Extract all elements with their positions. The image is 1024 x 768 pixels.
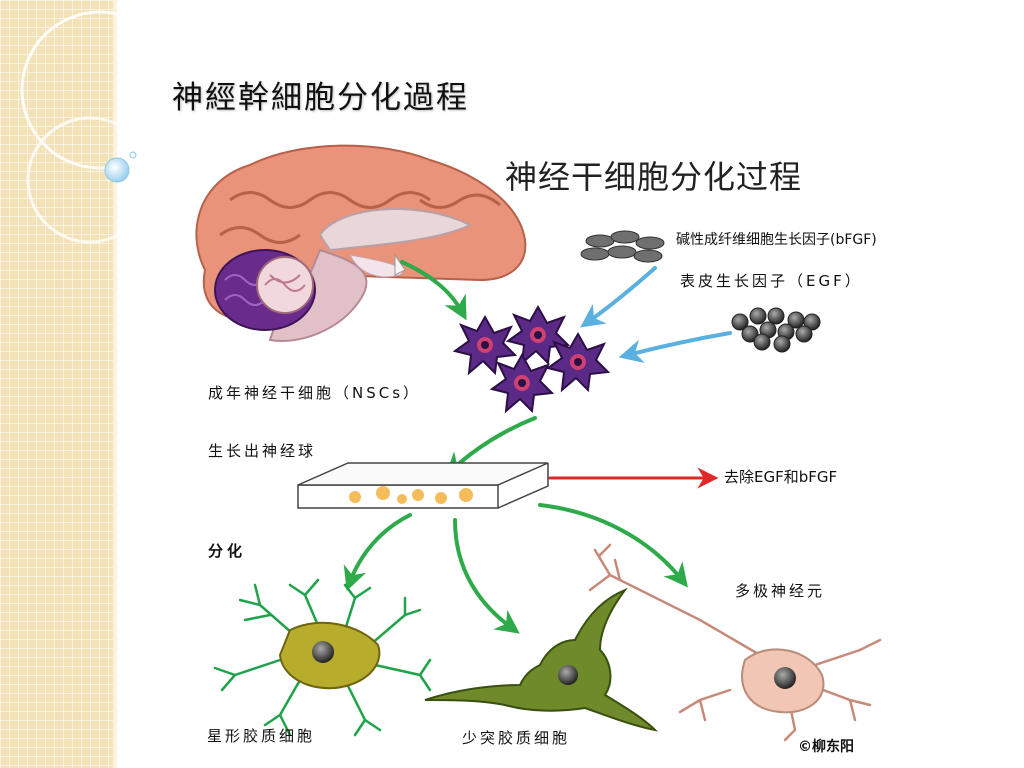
egf-particles <box>731 307 821 353</box>
slide-title: 神經幹細胞分化過程 <box>172 80 469 116</box>
neurosphere-label: 生长出神经球 <box>208 442 317 460</box>
remove-growth-factors-label: 去除EGF和bFGF <box>724 468 838 486</box>
astrocyte-label: 星形胶质细胞 <box>207 727 316 745</box>
differentiation-label: 分化 <box>208 542 247 560</box>
nscs-label: 成年神经干细胞（NSCs） <box>208 384 422 402</box>
sidebar-edge <box>113 0 117 768</box>
diagram-title: 神经干细胞分化过程 <box>505 158 803 196</box>
copyright-label: ©柳东阳 <box>798 739 854 755</box>
multipolar-neuron-cell <box>588 543 882 742</box>
neural-stem-cells <box>452 304 611 414</box>
astrocyte-cell <box>213 578 432 737</box>
egf-label: 表皮生长因子（EGF） <box>680 272 863 290</box>
neurosphere-culture-box <box>297 462 549 509</box>
oligodendrocyte-label: 少突胶质细胞 <box>462 729 571 747</box>
bfgf-particles <box>580 230 665 263</box>
bfgf-label: 碱性成纤维细胞生长因子(bFGF) <box>676 232 877 248</box>
sidebar-arcs <box>20 10 180 244</box>
brain-illustration <box>195 144 527 342</box>
multipolar-neuron-label: 多极神经元 <box>735 582 826 600</box>
oligodendrocyte-cell <box>424 587 659 732</box>
